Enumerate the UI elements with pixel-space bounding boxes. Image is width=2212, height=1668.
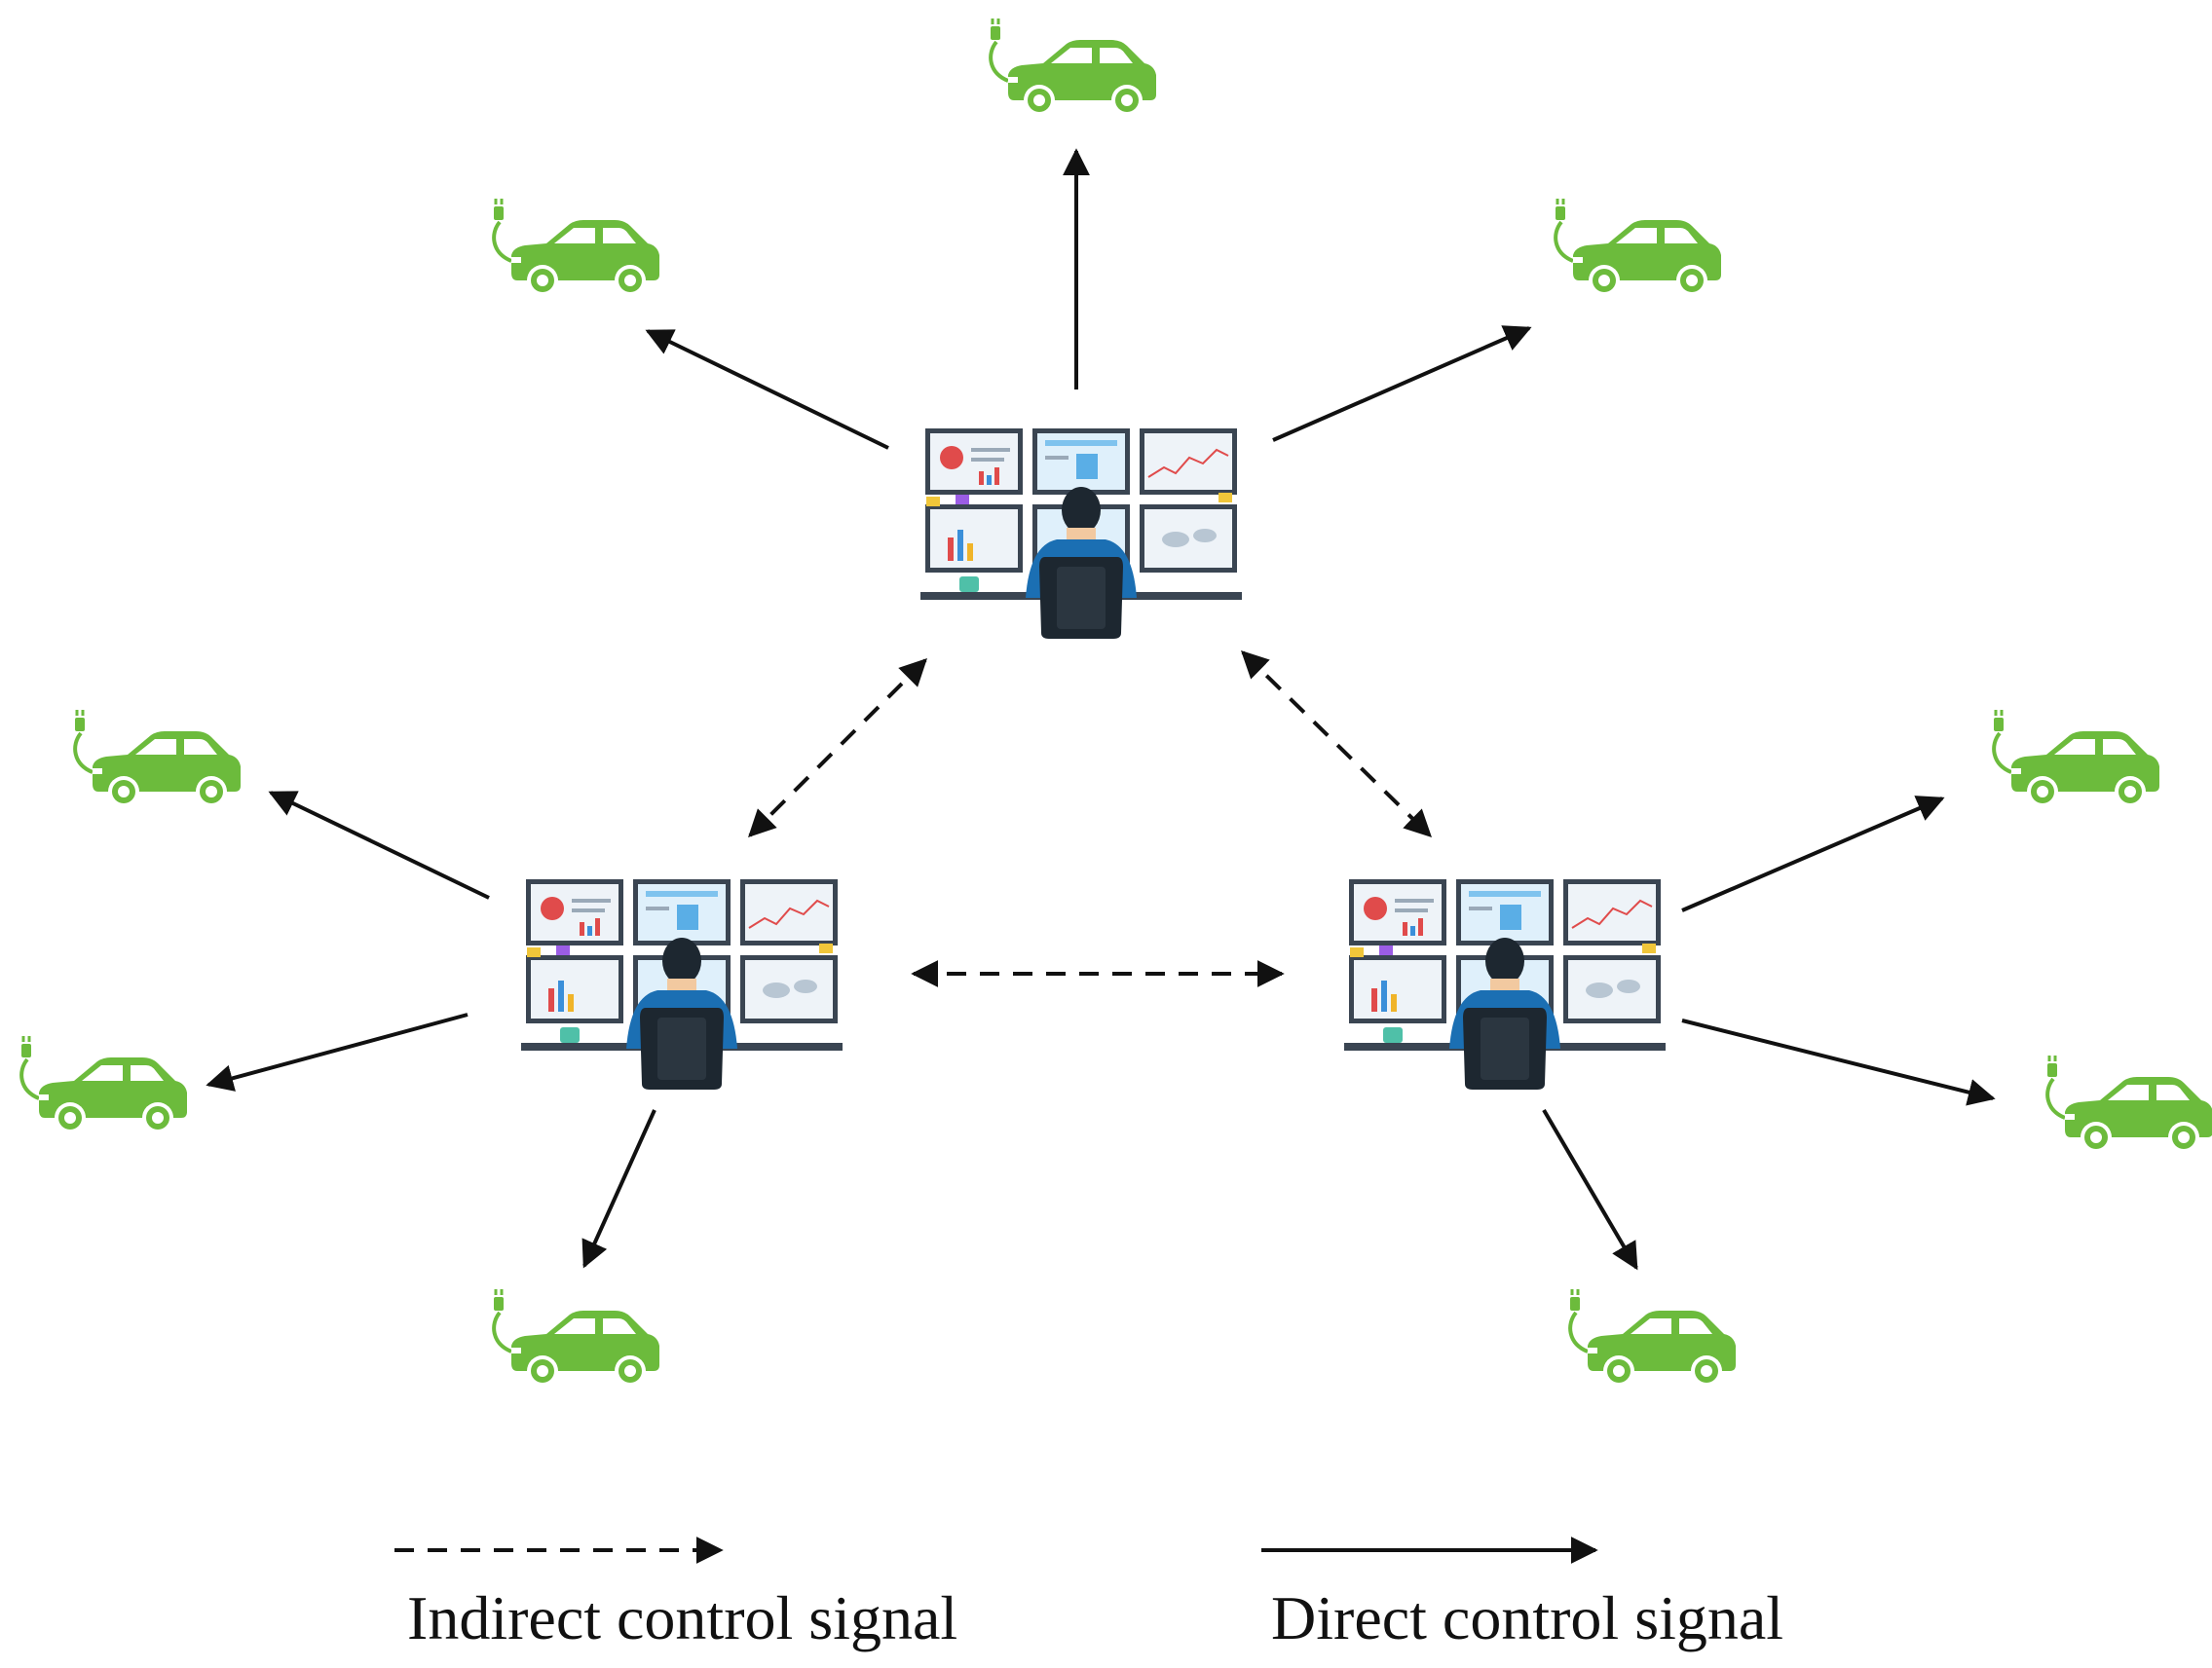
ev-top <box>989 17 1158 118</box>
ev-top-right <box>1554 197 1723 298</box>
indirect-signal-arrow <box>748 658 927 837</box>
direct-signal-arrow <box>581 1109 656 1269</box>
ev-left-upper <box>73 708 243 809</box>
direct-signal-arrow <box>268 791 490 900</box>
ev-top-left <box>492 197 661 298</box>
direct-signal-arrow <box>1542 1108 1638 1271</box>
control-center-top <box>919 420 1243 640</box>
control-center-left <box>520 871 844 1091</box>
direct-signal-arrow <box>1272 325 1532 442</box>
ev-bottom-right <box>1568 1287 1738 1389</box>
direct-signal-arrow <box>1681 1019 1996 1106</box>
legend-indirect-label: Indirect control signal <box>407 1583 957 1652</box>
ev-left-lower <box>19 1034 189 1135</box>
legend-direct-label: Direct control signal <box>1271 1583 1783 1652</box>
direct-signal-arrow <box>206 1013 469 1092</box>
legend: Indirect control signal Direct control s… <box>394 1537 1783 1652</box>
direct-signal-arrow <box>1681 796 1945 912</box>
indirect-signal-arrow <box>1240 650 1433 837</box>
ev-right-lower <box>2045 1054 2212 1155</box>
direct-signal-arrow <box>645 329 889 450</box>
ev-bottom-left <box>492 1287 661 1389</box>
control-center-right <box>1343 871 1667 1091</box>
ev-right-upper <box>1992 708 2161 809</box>
